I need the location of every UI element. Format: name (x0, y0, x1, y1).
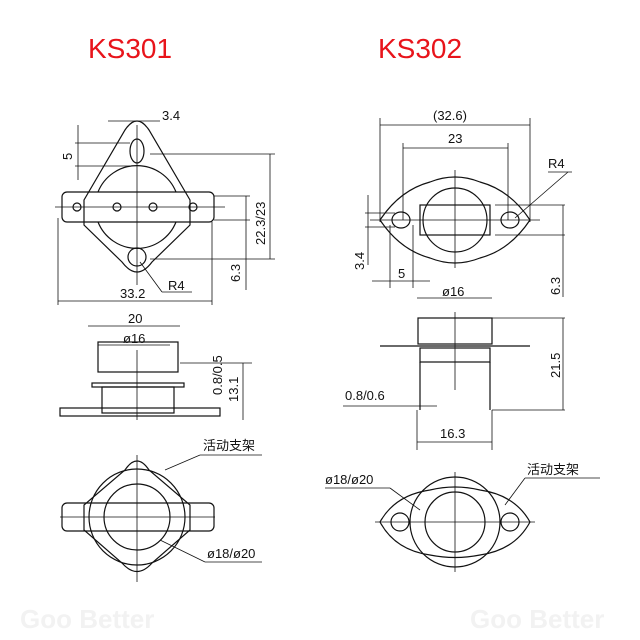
dim-23: 23 (448, 131, 462, 146)
dim-0-8-0-6: 0.8/0.6 (345, 388, 385, 403)
ks301-side-view: 20 ø16 0.8/0.5 13.1 (59, 311, 252, 420)
dim-3-4: 3.4 (162, 108, 180, 123)
dim-r4: R4 (168, 278, 185, 293)
ks301-bottom-view: 活动支架 ø18/ø20 (60, 438, 262, 582)
dim-6-3: 6.3 (228, 264, 243, 282)
bracket-label: 活动支架 (527, 462, 579, 477)
watermark: Goo Better (20, 604, 154, 634)
dim-5: 5 (60, 153, 75, 160)
dim-5: 5 (398, 266, 405, 281)
dim-phi16: ø16 (123, 331, 145, 346)
dim-r4: R4 (548, 156, 565, 171)
dim-16-3: 16.3 (440, 426, 465, 441)
dim-0-8: 0.8/0.5 (210, 355, 225, 395)
ks302-side-view: ø16 21.5 0.8/0.6 16.3 (343, 284, 565, 450)
dim-phi18: ø18/ø20 (207, 546, 255, 561)
dim-21-5: 21.5 (548, 353, 563, 378)
ks302-bottom-view: ø18/ø20 活动支架 (325, 462, 600, 572)
dim-20: 20 (128, 311, 142, 326)
watermark: Goo Better (470, 604, 604, 634)
dim-32-6: (32.6) (433, 108, 467, 123)
dim-6-3: 6.3 (548, 277, 563, 295)
dim-phi18: ø18/ø20 (325, 472, 373, 487)
bracket-label: 活动支架 (203, 438, 255, 453)
dim-3-4: 3.4 (352, 252, 367, 270)
dim-22-3: 22.3/23 (253, 202, 268, 245)
ks302-top-view: (32.6) 23 R4 3.4 5 6.3 (352, 108, 572, 297)
ks301-title: KS301 (88, 33, 172, 64)
ks301-top-view: 3.4 5 22.3/23 6.3 R4 33.2 (55, 108, 275, 305)
ks302-title: KS302 (378, 33, 462, 64)
dim-33-2: 33.2 (120, 286, 145, 301)
dim-phi16: ø16 (442, 284, 464, 299)
dim-13-1: 13.1 (226, 377, 241, 402)
